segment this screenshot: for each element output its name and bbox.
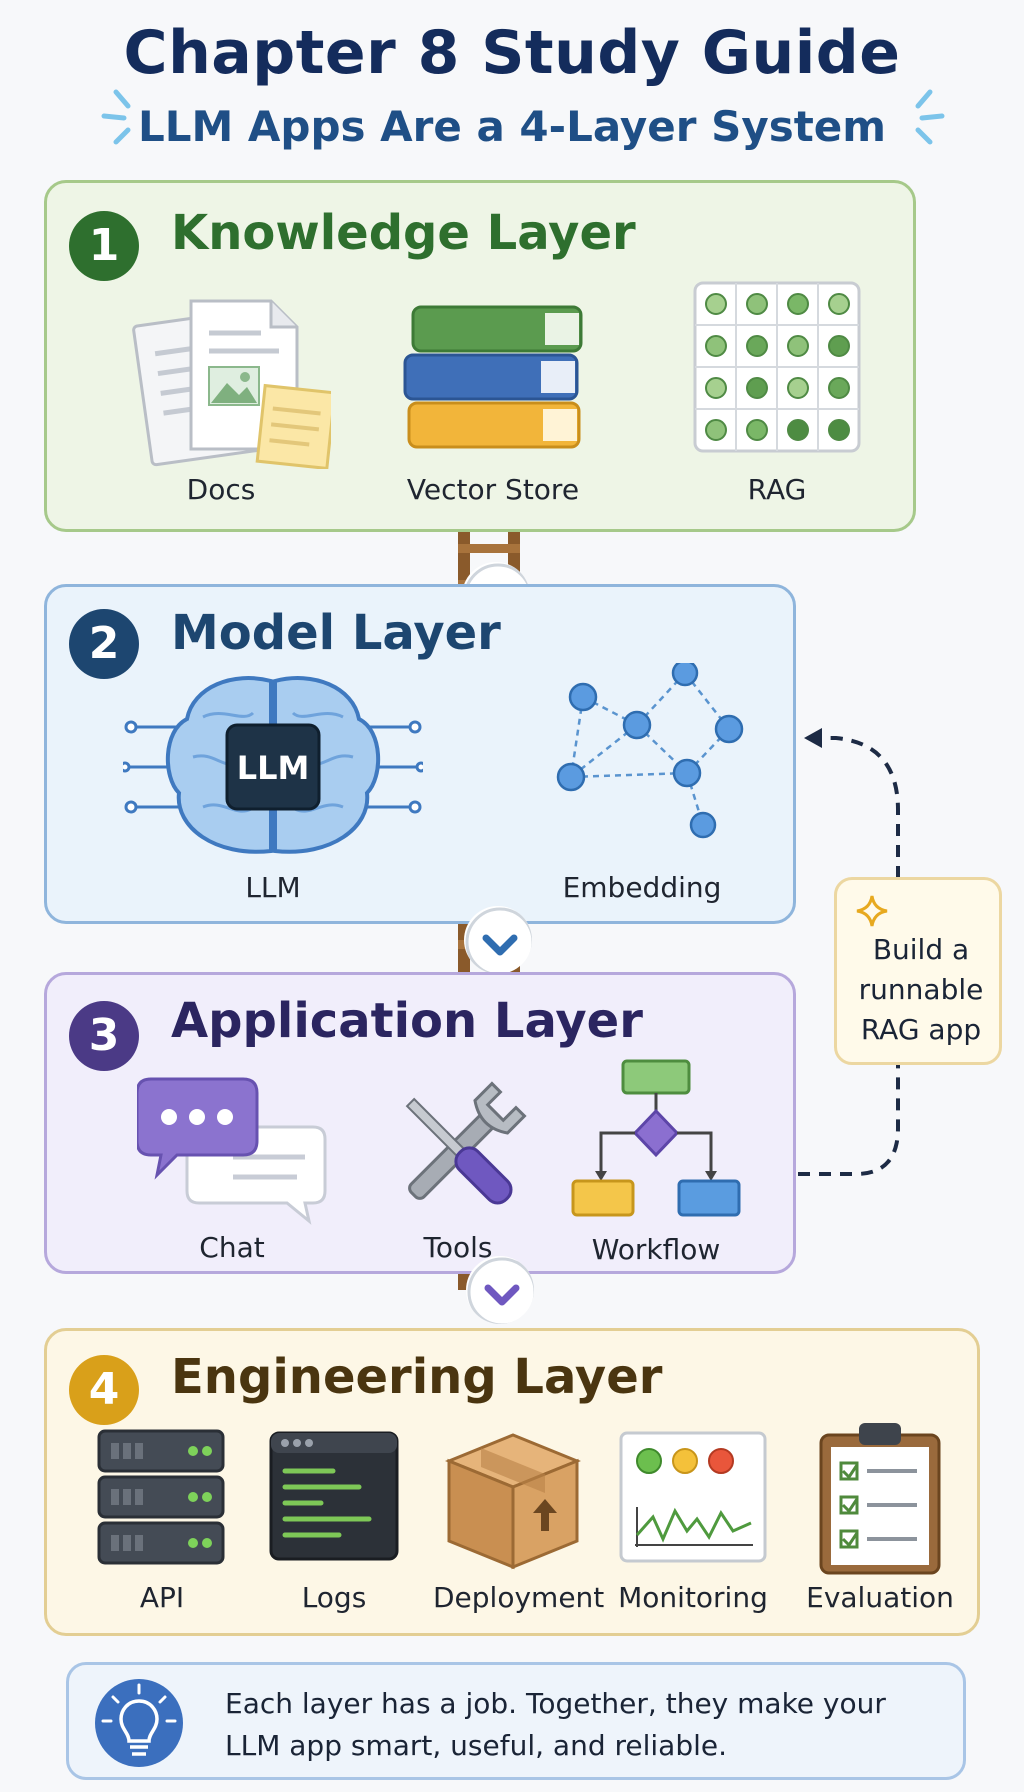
wrench-screwdriver-icon [405,1081,527,1205]
layer-4-number: 4 [69,1355,139,1425]
sparkle-right-icon [915,89,945,145]
llm-label: LLM [245,871,301,904]
rag-grid-icon [693,281,861,453]
embedding-graph-icon [556,659,744,839]
llm-chip-text: LLM [237,749,310,787]
summary-footer: Each layer has a job. Together, they mak… [66,1662,966,1780]
package-box-icon [445,1433,581,1570]
monitoring-label: Monitoring [618,1581,768,1614]
layer-3-number: 3 [69,1001,139,1071]
vector-store-books-icon [403,305,583,449]
application-layer-title: Application Layer [171,993,643,1049]
side-note-line-2: runnable [858,973,984,1006]
docs-label: Docs [186,473,256,506]
workflow-item: Workflow [571,1057,741,1266]
workflow-label: Workflow [591,1233,721,1266]
layer-2-number: 2 [69,609,139,679]
vector-store-item: Vector Store [383,279,603,506]
logs-label: Logs [301,1581,367,1614]
rag-label: RAG [747,473,807,506]
chat-bubbles-icon [135,1077,327,1225]
side-note-line-3: RAG app [860,1013,982,1046]
checklist-clipboard-icon [819,1423,941,1575]
footer-line-1: Each layer has a job. Together, they mak… [225,1687,886,1720]
rag-item: RAG [667,279,887,506]
layer-1-number: 1 [69,211,139,281]
embedding-label: Embedding [562,871,722,904]
feedback-loop-arrow [798,728,900,1176]
side-note-card: Build a runnable RAG app [834,877,1002,1065]
server-rack-icon [97,1429,225,1565]
engineering-layer-title: Engineering Layer [171,1349,663,1405]
chat-label: Chat [199,1231,265,1264]
application-layer-panel: 3 Application Layer Chat Tools [44,972,796,1274]
chat-item: Chat [135,1075,327,1264]
deployment-label: Deployment [433,1581,605,1614]
side-note-line-1: Build a [872,933,970,966]
workflow-flowchart-icon [571,1059,741,1217]
sparkle-icon [856,895,888,927]
docs-item: Docs [111,279,337,506]
knowledge-layer-panel: 1 Knowledge Layer Docs Vector Store [44,180,916,532]
model-layer-title: Model Layer [171,605,501,661]
sparkle-left-icon [101,89,131,145]
documents-icon [132,299,337,471]
model-layer-panel: 2 Model Layer LLM LLM [44,584,796,924]
knowledge-layer-title: Knowledge Layer [171,205,636,261]
chevron-down-icon [466,1256,534,1324]
monitoring-dashboard-icon [619,1431,767,1563]
footer-line-2: LLM app smart, useful, and reliable. [225,1729,728,1762]
terminal-logs-icon [269,1431,399,1561]
logs-item: Logs [269,1427,399,1614]
evaluation-label: Evaluation [806,1581,954,1614]
monitoring-item: Monitoring [613,1427,773,1614]
llm-item: LLM LLM [119,667,427,904]
page-subtitle: LLM Apps Are a 4-Layer System [137,102,887,151]
chevron-down-icon [464,906,532,974]
evaluation-item: Evaluation [805,1417,955,1614]
api-label: API [139,1581,185,1614]
tools-item: Tools [383,1073,533,1264]
deployment-item: Deployment [433,1427,605,1614]
api-item: API [97,1427,227,1614]
vector-store-label: Vector Store [406,473,580,506]
llm-brain-chip-icon: LLM [119,676,427,854]
page-title: Chapter 8 Study Guide [123,18,901,88]
lightbulb-icon [95,1679,183,1767]
tools-label: Tools [423,1231,493,1264]
embedding-item: Embedding [537,659,747,904]
engineering-layer-panel: 4 Engineering Layer API Logs [44,1328,980,1636]
